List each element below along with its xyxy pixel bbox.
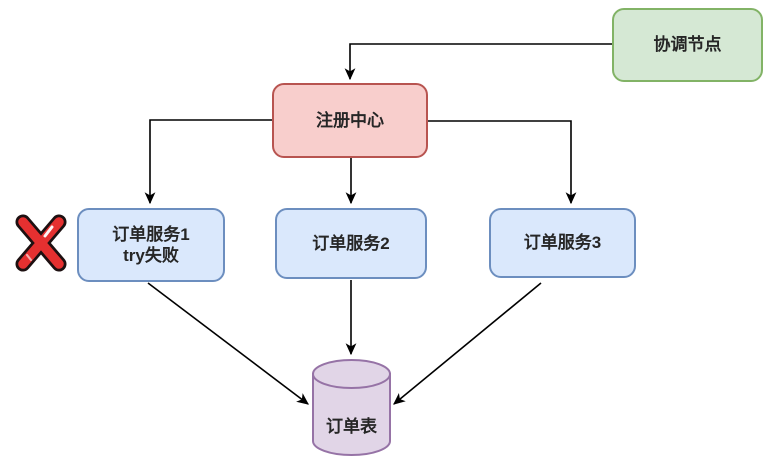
edge-registry-service1 (144, 119, 272, 205)
edge-registry-service3 (428, 120, 577, 205)
edge-service1-table (147, 282, 309, 405)
node-order-service-1-label: 订单服务1 (112, 224, 190, 244)
node-registry: 注册中心 (272, 83, 428, 158)
edge-service3-table (393, 282, 542, 405)
edge-coordinator-registry (344, 43, 613, 81)
node-order-service-1: 订单服务1 try失败 (77, 208, 225, 282)
node-coordinator: 协调节点 (612, 8, 763, 82)
node-order-table-label: 订单表 (326, 417, 377, 436)
node-order-service-1-sublabel: try失败 (123, 246, 179, 265)
node-coordinator-label: 协调节点 (653, 35, 722, 55)
node-order-service-2: 订单服务2 (275, 208, 427, 279)
node-order-service-2-label: 订单服务2 (312, 233, 390, 253)
node-order-service-3-label: 订单服务3 (523, 233, 602, 253)
node-order-service-3: 订单服务3 (489, 208, 636, 278)
order-table-cylinder (312, 359, 391, 456)
failure-x-icon (15, 214, 67, 272)
node-registry-label: 注册中心 (316, 110, 384, 130)
